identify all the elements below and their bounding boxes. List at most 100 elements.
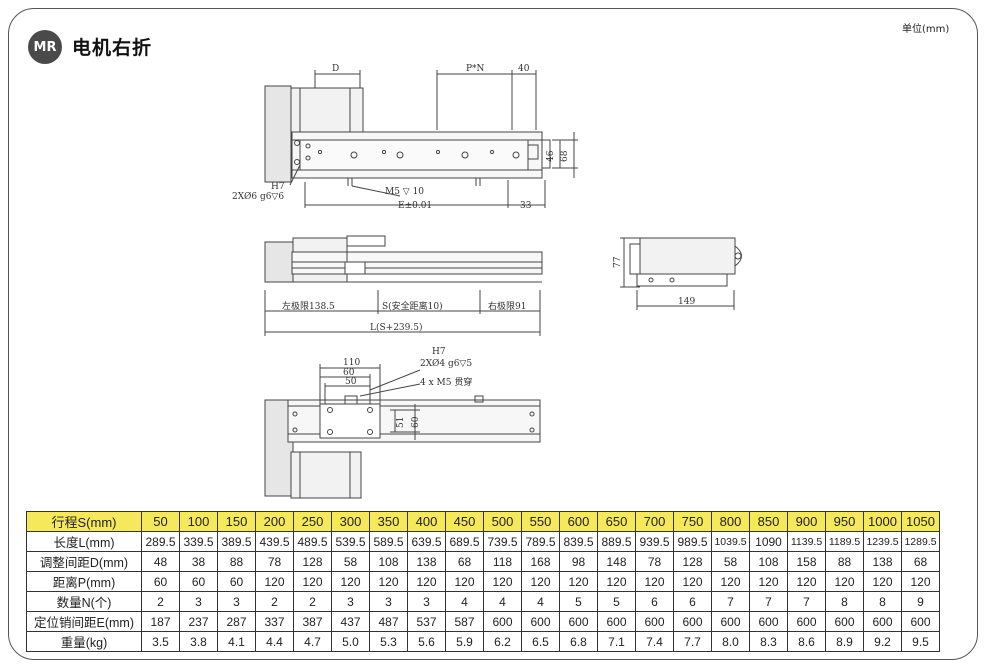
m5-label: M5 ▽ 10 <box>385 187 424 197</box>
table-cell: 4.4 <box>255 631 294 652</box>
bottom-view <box>264 364 541 499</box>
table-cell: 400 <box>407 511 446 532</box>
table-cell: 4 <box>483 591 522 612</box>
table-cell: 537 <box>407 611 446 632</box>
table-cell: 120 <box>635 571 674 592</box>
table-cell: 8.0 <box>711 631 750 652</box>
table-cell: 120 <box>407 571 446 592</box>
table-cell: 128 <box>293 551 332 572</box>
table-cell: 1090 <box>749 531 788 552</box>
top-view <box>264 70 578 208</box>
table-cell: 118 <box>483 551 522 572</box>
table-cell: 8.3 <box>749 631 788 652</box>
table-cell: 120 <box>749 571 788 592</box>
table-cell: 50 <box>141 511 180 532</box>
table-cell: 200 <box>255 511 294 532</box>
stroke-label: S(安全距离10) <box>382 300 443 312</box>
table-cell: 600 <box>559 511 598 532</box>
table-cell: 7.4 <box>635 631 674 652</box>
table-cell: 600 <box>559 611 598 632</box>
table-cell: 639.5 <box>407 531 446 552</box>
row-header: 行程S(mm) <box>26 511 142 532</box>
dim-51-label: 51 <box>396 417 406 428</box>
dim-d-label: D <box>332 64 339 74</box>
bottom-h7-label: H7 <box>432 347 446 357</box>
table-cell: 8.6 <box>787 631 826 652</box>
table-cell: 48 <box>141 551 180 572</box>
table-cell: 6.2 <box>483 631 522 652</box>
table-cell: 60 <box>141 571 180 592</box>
row-header: 长度L(mm) <box>26 531 142 552</box>
table-cell: 1000 <box>863 511 902 532</box>
table-cell: 237 <box>179 611 218 632</box>
table-cell: 7 <box>787 591 826 612</box>
table-cell: 939.5 <box>635 531 674 552</box>
table-cell: 120 <box>673 571 712 592</box>
table-cell: 8.9 <box>825 631 864 652</box>
table-cell: 289.5 <box>141 531 180 552</box>
table-cell: 950 <box>825 511 864 532</box>
table-cell: 120 <box>901 571 940 592</box>
table-cell: 6 <box>635 591 674 612</box>
table-cell: 589.5 <box>369 531 408 552</box>
table-cell: 789.5 <box>521 531 560 552</box>
through-hole-label: 4 x M5 贯穿 <box>420 376 472 388</box>
length-label: L(S+239.5) <box>370 322 422 333</box>
page-frame <box>8 8 978 660</box>
table-cell: 889.5 <box>597 531 636 552</box>
table-cell: 5.9 <box>445 631 484 652</box>
table-cell: 450 <box>445 511 484 532</box>
table-cell: 587 <box>445 611 484 632</box>
table-cell: 60 <box>217 571 256 592</box>
table-cell: 550 <box>521 511 560 532</box>
table-cell: 839.5 <box>559 531 598 552</box>
table-cell: 120 <box>521 571 560 592</box>
table-cell: 437 <box>331 611 370 632</box>
bottom-pin-hole-label: 2XØ4 g6▽5 <box>420 358 472 369</box>
table-cell: 108 <box>369 551 408 572</box>
table-cell: 7 <box>749 591 788 612</box>
table-cell: 3 <box>407 591 446 612</box>
table-cell: 138 <box>863 551 902 572</box>
table-cell: 8 <box>863 591 902 612</box>
top-pin-hole-label: 2XØ6 g6▽6 <box>232 191 284 202</box>
table-cell: 1050 <box>901 511 940 532</box>
dim-pn-label: P*N <box>466 64 485 74</box>
table-cell: 120 <box>559 571 598 592</box>
table-cell: 78 <box>635 551 674 572</box>
table-cell: 68 <box>901 551 940 572</box>
table-cell: 187 <box>141 611 180 632</box>
table-cell: 339.5 <box>179 531 218 552</box>
table-cell: 68 <box>445 551 484 572</box>
row-header: 重量(kg) <box>26 631 142 652</box>
table-cell: 1189.5 <box>825 531 864 552</box>
table-cell: 250 <box>293 511 332 532</box>
table-cell: 120 <box>597 571 636 592</box>
table-cell: 5.6 <box>407 631 446 652</box>
table-cell: 4 <box>521 591 560 612</box>
top-h7-label: H7 <box>271 182 285 192</box>
dim-60v-label: 60 <box>411 416 421 428</box>
table-cell: 108 <box>749 551 788 572</box>
unit-label: 单位(mm) <box>902 24 950 35</box>
table-cell: 989.5 <box>673 531 712 552</box>
table-cell: 88 <box>217 551 256 572</box>
table-cell: 120 <box>483 571 522 592</box>
table-cell: 650 <box>597 511 636 532</box>
table-cell: 600 <box>749 611 788 632</box>
table-cell: 8 <box>825 591 864 612</box>
dim-68-label: 68 <box>560 150 570 162</box>
dim-33-label: 33 <box>520 201 532 211</box>
table-cell: 168 <box>521 551 560 572</box>
table-cell: 600 <box>825 611 864 632</box>
table-cell: 337 <box>255 611 294 632</box>
table-cell: 3 <box>331 591 370 612</box>
table-cell: 539.5 <box>331 531 370 552</box>
table-cell: 98 <box>559 551 598 572</box>
table-cell: 850 <box>749 511 788 532</box>
